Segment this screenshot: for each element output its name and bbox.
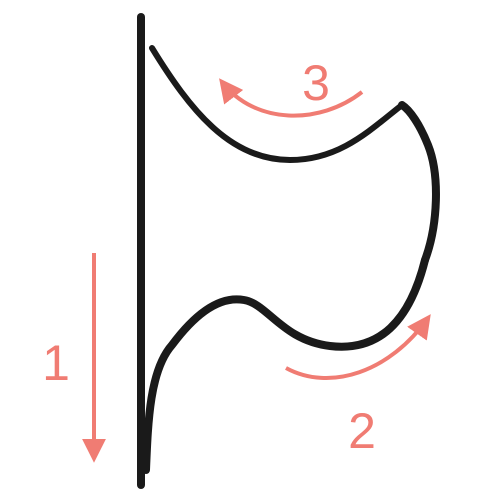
lower-curve-stroke — [142, 256, 429, 474]
step-3-label: 3 — [302, 55, 330, 111]
step-1-label: 1 — [42, 335, 70, 391]
arrow-step-3 — [219, 78, 364, 118]
arrow-step-2 — [285, 314, 431, 381]
step-2-label: 2 — [348, 403, 376, 459]
upper-curve-stroke — [149, 45, 405, 164]
right-side-stroke — [398, 101, 440, 264]
